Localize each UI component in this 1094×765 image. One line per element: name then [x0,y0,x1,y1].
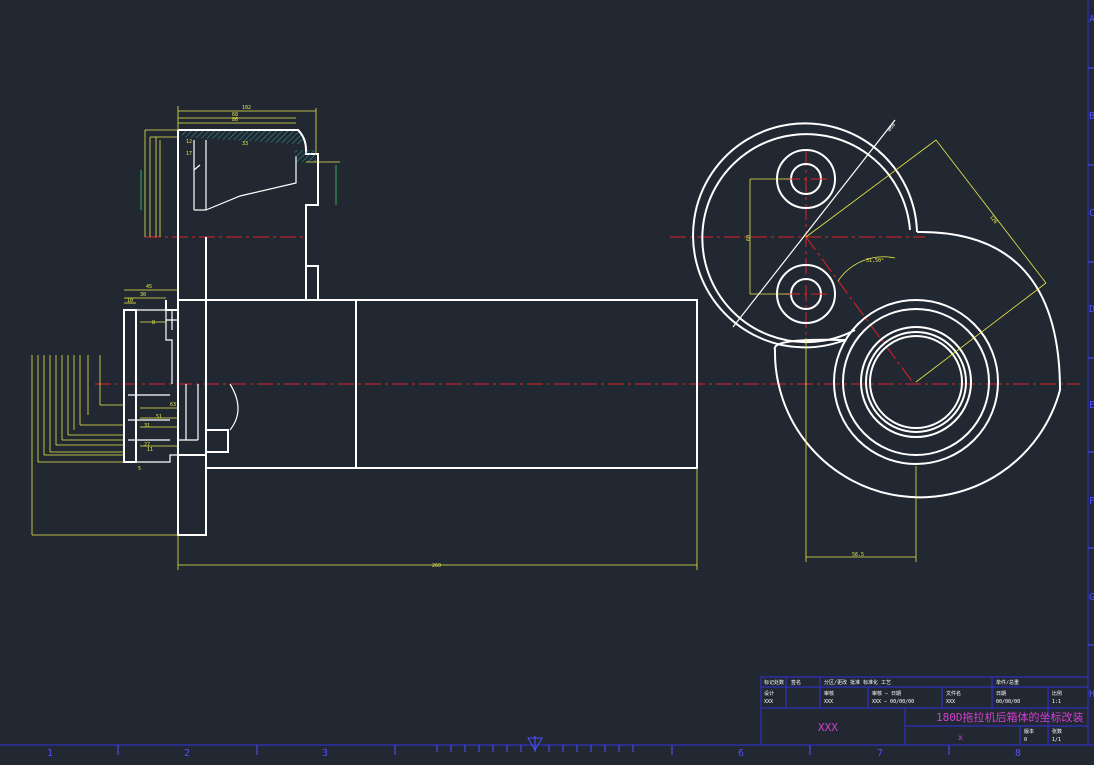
right-ruler [1088,67,1094,646]
tb-r1-c3: 分区/更改 批准 标准化 工艺 [824,679,891,686]
dim-30: 30 [140,292,146,298]
dim-11: 11 [147,447,153,453]
section-dimensions [31,106,698,570]
ruler-letter-f: F [1089,496,1094,507]
front-view-labels: 31,50° 60 126 56.5 ø68 [746,122,998,558]
section-dimension-labels: 102 68 86 33 12 17 45 30 10 8 63 51 31 2… [127,105,441,569]
right-ruler-labels: A B C D E F G H [1089,14,1094,700]
dim-angle: 31,50° [866,258,884,264]
dim-27: 27 [144,442,150,448]
ruler-letter-g: G [1089,592,1094,603]
ruler-letter-e: E [1089,400,1094,411]
dim-260: 260 [432,563,441,569]
tb-r1-c4: 单件/总重 [996,679,1019,686]
ruler-letter-c: C [1089,208,1094,219]
tb-r2-c5v: 00/00/00 [996,699,1020,705]
dim-5: 5 [138,466,141,472]
ruler-num-1: 1 [47,748,53,759]
dim-10: 10 [127,298,133,304]
dim-33: 33 [242,141,248,147]
ruler-num-3: 3 [322,748,328,759]
dim-phi: ø68 [887,122,897,133]
ruler-letter-h: H [1089,689,1094,700]
front-view[interactable] [692,122,1062,499]
tb-r2-c2v: XXX [824,699,833,705]
dim-51: 51 [156,414,162,420]
dim-63: 63 [170,402,176,408]
dim-60: 60 [746,235,752,241]
dim-31: 31 [144,423,150,429]
tb-r2-c4v: XXX [946,699,955,705]
title-block-text: 标记处数 签名 分区/更改 批准 标准化 工艺 单件/总重 设计 XXX 审核 … [764,679,1084,743]
company-name: XXX [818,721,838,734]
section-view[interactable] [123,129,698,536]
drawing-frame [0,0,1094,746]
ruler-letter-b: B [1089,111,1094,122]
dim-68: 68 [232,112,238,118]
dim-56-5: 56.5 [852,552,864,558]
tb-r1-c2: 签名 [791,679,801,686]
tb-r2-c3v: XXX — 00/00/00 [872,699,914,705]
dim-102: 102 [242,105,251,111]
tb-r2-c1v: XXX [764,699,773,705]
ruler-letter-d: D [1089,304,1094,315]
tb-r2-c3: 审核 — 日期 [872,690,901,697]
tb-r2-c1: 设计 [764,690,774,697]
tb-r2-c5: 日期 [996,691,1006,697]
front-view-dimensions [732,119,1047,562]
tb-page-val: 1/1 [1052,737,1061,743]
dim-45: 45 [146,284,152,290]
dim-8: 8 [152,320,155,326]
tb-r2-c6: 比例 [1052,690,1062,697]
bottom-ruler-labels: 1 2 3 6 7 8 [47,748,1021,759]
drawing-title: 180D拖拉机后箱体的坐标改装 [936,710,1084,724]
dim-17: 17 [186,151,192,157]
centerlines [95,150,1080,385]
ruler-num-6: 6 [738,748,744,759]
ruler-num-8: 8 [1015,748,1021,759]
ruler-num-2: 2 [184,748,190,759]
tb-page-label: 张数 [1052,728,1062,735]
ruler-letter-a: A [1089,14,1094,25]
ruler-num-7: 7 [877,748,883,759]
tb-r2-c4: 文件名 [946,690,961,697]
title-block [760,676,1089,746]
dim-126: 126 [988,214,998,225]
tb-sheet-label: 版本 [1024,728,1034,735]
tb-r2-c6v: 1:1 [1052,699,1061,705]
drawing-number: x [958,733,963,742]
dim-86: 86 [232,117,238,123]
bottom-ruler [117,736,950,755]
dim-12: 12 [186,139,192,145]
tb-r2-c2: 审核 [824,690,834,697]
tb-sheet-val: 0 [1024,737,1027,743]
tb-r1-c1: 标记处数 [764,679,784,686]
